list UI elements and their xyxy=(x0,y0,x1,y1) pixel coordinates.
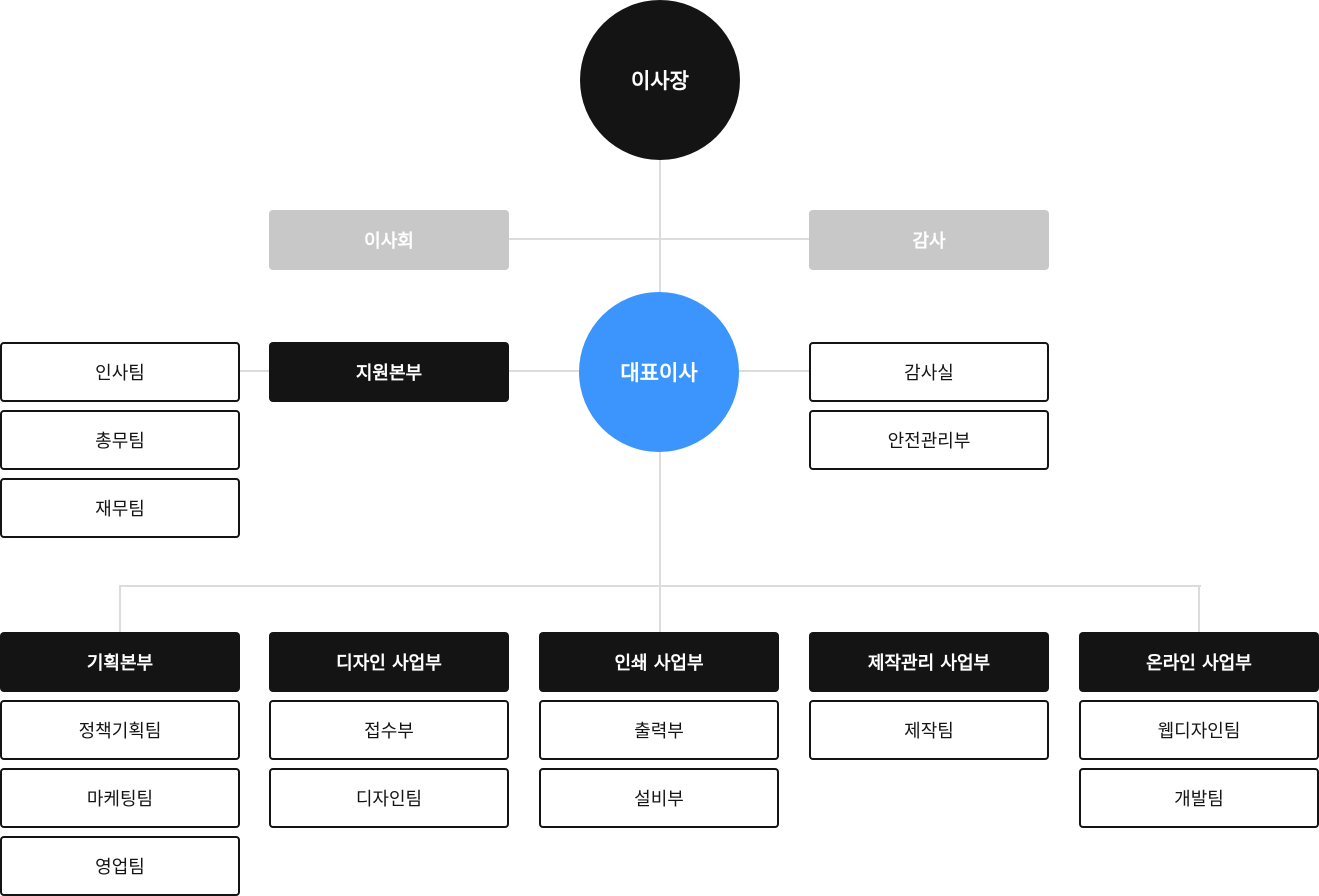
board-label: 이사회 xyxy=(364,231,414,252)
division-head-label: 인쇄 사업부 xyxy=(614,653,704,674)
division-team-label: 영업팀 xyxy=(95,857,145,878)
support-team-node: 재무팀 xyxy=(0,478,240,538)
audit-office-label: 감사실 xyxy=(904,363,954,384)
division-team-label: 웹디자인팀 xyxy=(1157,721,1241,742)
support-head-label: 지원본부 xyxy=(355,363,423,384)
division-team-node: 제작팀 xyxy=(809,700,1049,760)
support-head-node: 지원본부 xyxy=(269,342,509,402)
connector-support-ceo xyxy=(508,370,580,372)
connector-division-5 xyxy=(1198,585,1200,634)
chairman-node: 이사장 xyxy=(580,0,740,160)
division-head-label: 기획본부 xyxy=(86,653,154,674)
division-team-label: 접수부 xyxy=(364,721,414,742)
support-team-node: 인사팀 xyxy=(0,342,240,402)
division-team-node: 설비부 xyxy=(539,768,779,828)
safety-management-node: 안전관리부 xyxy=(809,410,1049,470)
connector-ceo-audit-office xyxy=(738,370,810,372)
audit-office-node: 감사실 xyxy=(809,342,1049,402)
division-head-planning: 기획본부 xyxy=(0,632,240,692)
division-team-label: 개발팀 xyxy=(1174,789,1224,810)
connector-divisions-horizontal xyxy=(119,585,1201,587)
board-node: 이사회 xyxy=(269,210,509,270)
division-team-label: 디자인팀 xyxy=(355,789,423,810)
division-team-node: 개발팀 xyxy=(1079,768,1319,828)
connector-chairman-ceo xyxy=(659,158,661,294)
division-head-label: 제작관리 사업부 xyxy=(867,653,991,674)
division-head-production: 제작관리 사업부 xyxy=(809,632,1049,692)
support-team-node: 총무팀 xyxy=(0,410,240,470)
division-head-online: 온라인 사업부 xyxy=(1079,632,1319,692)
safety-management-label: 안전관리부 xyxy=(887,431,971,452)
division-team-node: 디자인팀 xyxy=(269,768,509,828)
support-team-label: 총무팀 xyxy=(95,431,145,452)
division-head-label: 온라인 사업부 xyxy=(1146,653,1252,674)
division-head-printing: 인쇄 사업부 xyxy=(539,632,779,692)
chairman-label: 이사장 xyxy=(631,69,689,93)
division-team-node: 영업팀 xyxy=(0,836,240,896)
division-team-label: 정책기획팀 xyxy=(78,721,162,742)
division-team-node: 마케팅팀 xyxy=(0,768,240,828)
ceo-label: 대표이사 xyxy=(620,361,698,385)
audit-label: 감사 xyxy=(912,231,946,252)
division-team-label: 제작팀 xyxy=(904,721,954,742)
audit-node: 감사 xyxy=(809,210,1049,270)
division-team-node: 접수부 xyxy=(269,700,509,760)
connector-support-teams xyxy=(238,370,272,372)
division-team-node: 정책기획팀 xyxy=(0,700,240,760)
division-team-node: 출력부 xyxy=(539,700,779,760)
division-head-label: 디자인 사업부 xyxy=(336,653,442,674)
division-team-label: 마케팅팀 xyxy=(86,789,154,810)
connector-board-audit xyxy=(508,238,810,240)
division-team-node: 웹디자인팀 xyxy=(1079,700,1319,760)
division-head-design: 디자인 사업부 xyxy=(269,632,509,692)
connector-ceo-down xyxy=(659,450,661,634)
support-team-label: 인사팀 xyxy=(95,363,145,384)
support-team-label: 재무팀 xyxy=(95,499,145,520)
connector-division-1 xyxy=(119,585,121,634)
division-team-label: 설비부 xyxy=(634,789,684,810)
ceo-node: 대표이사 xyxy=(579,292,739,452)
division-team-label: 출력부 xyxy=(634,721,684,742)
